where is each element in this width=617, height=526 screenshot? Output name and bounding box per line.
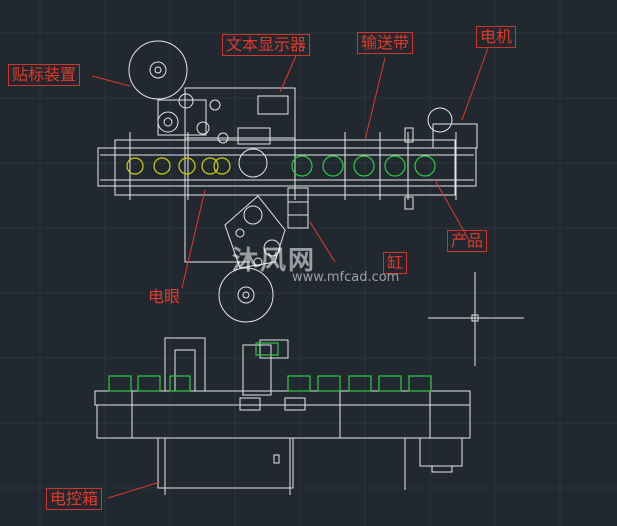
text-display-box [257,95,289,115]
conveyor-belt-front [96,404,471,439]
label-conveyor-belt: 输送带 [357,32,414,54]
watermark-url: www.mfcad.com [292,270,400,285]
label-electric-eye: 电眼 [148,287,181,306]
top-view [97,40,524,366]
motor-top [432,123,478,149]
front-view [94,337,471,495]
control-box [157,437,294,489]
label-motor: 电机 [476,26,517,48]
conveyor-belt-top [97,147,477,187]
label-control-box: 电控箱 [46,488,103,510]
cylinder-top [287,187,309,229]
watermark-brand: 沐风网 [232,246,317,276]
label-roll-top [128,40,188,100]
label-product: 产品 [447,230,488,252]
leader-lines [91,47,489,499]
label-cylinder: 缸 [383,252,408,274]
label-labeling-device: 贴标装置 [8,64,81,86]
products-front [108,342,432,392]
label-text-display: 文本显示器 [222,34,311,56]
label-roll-bottom [218,267,274,323]
products-top [126,155,436,177]
